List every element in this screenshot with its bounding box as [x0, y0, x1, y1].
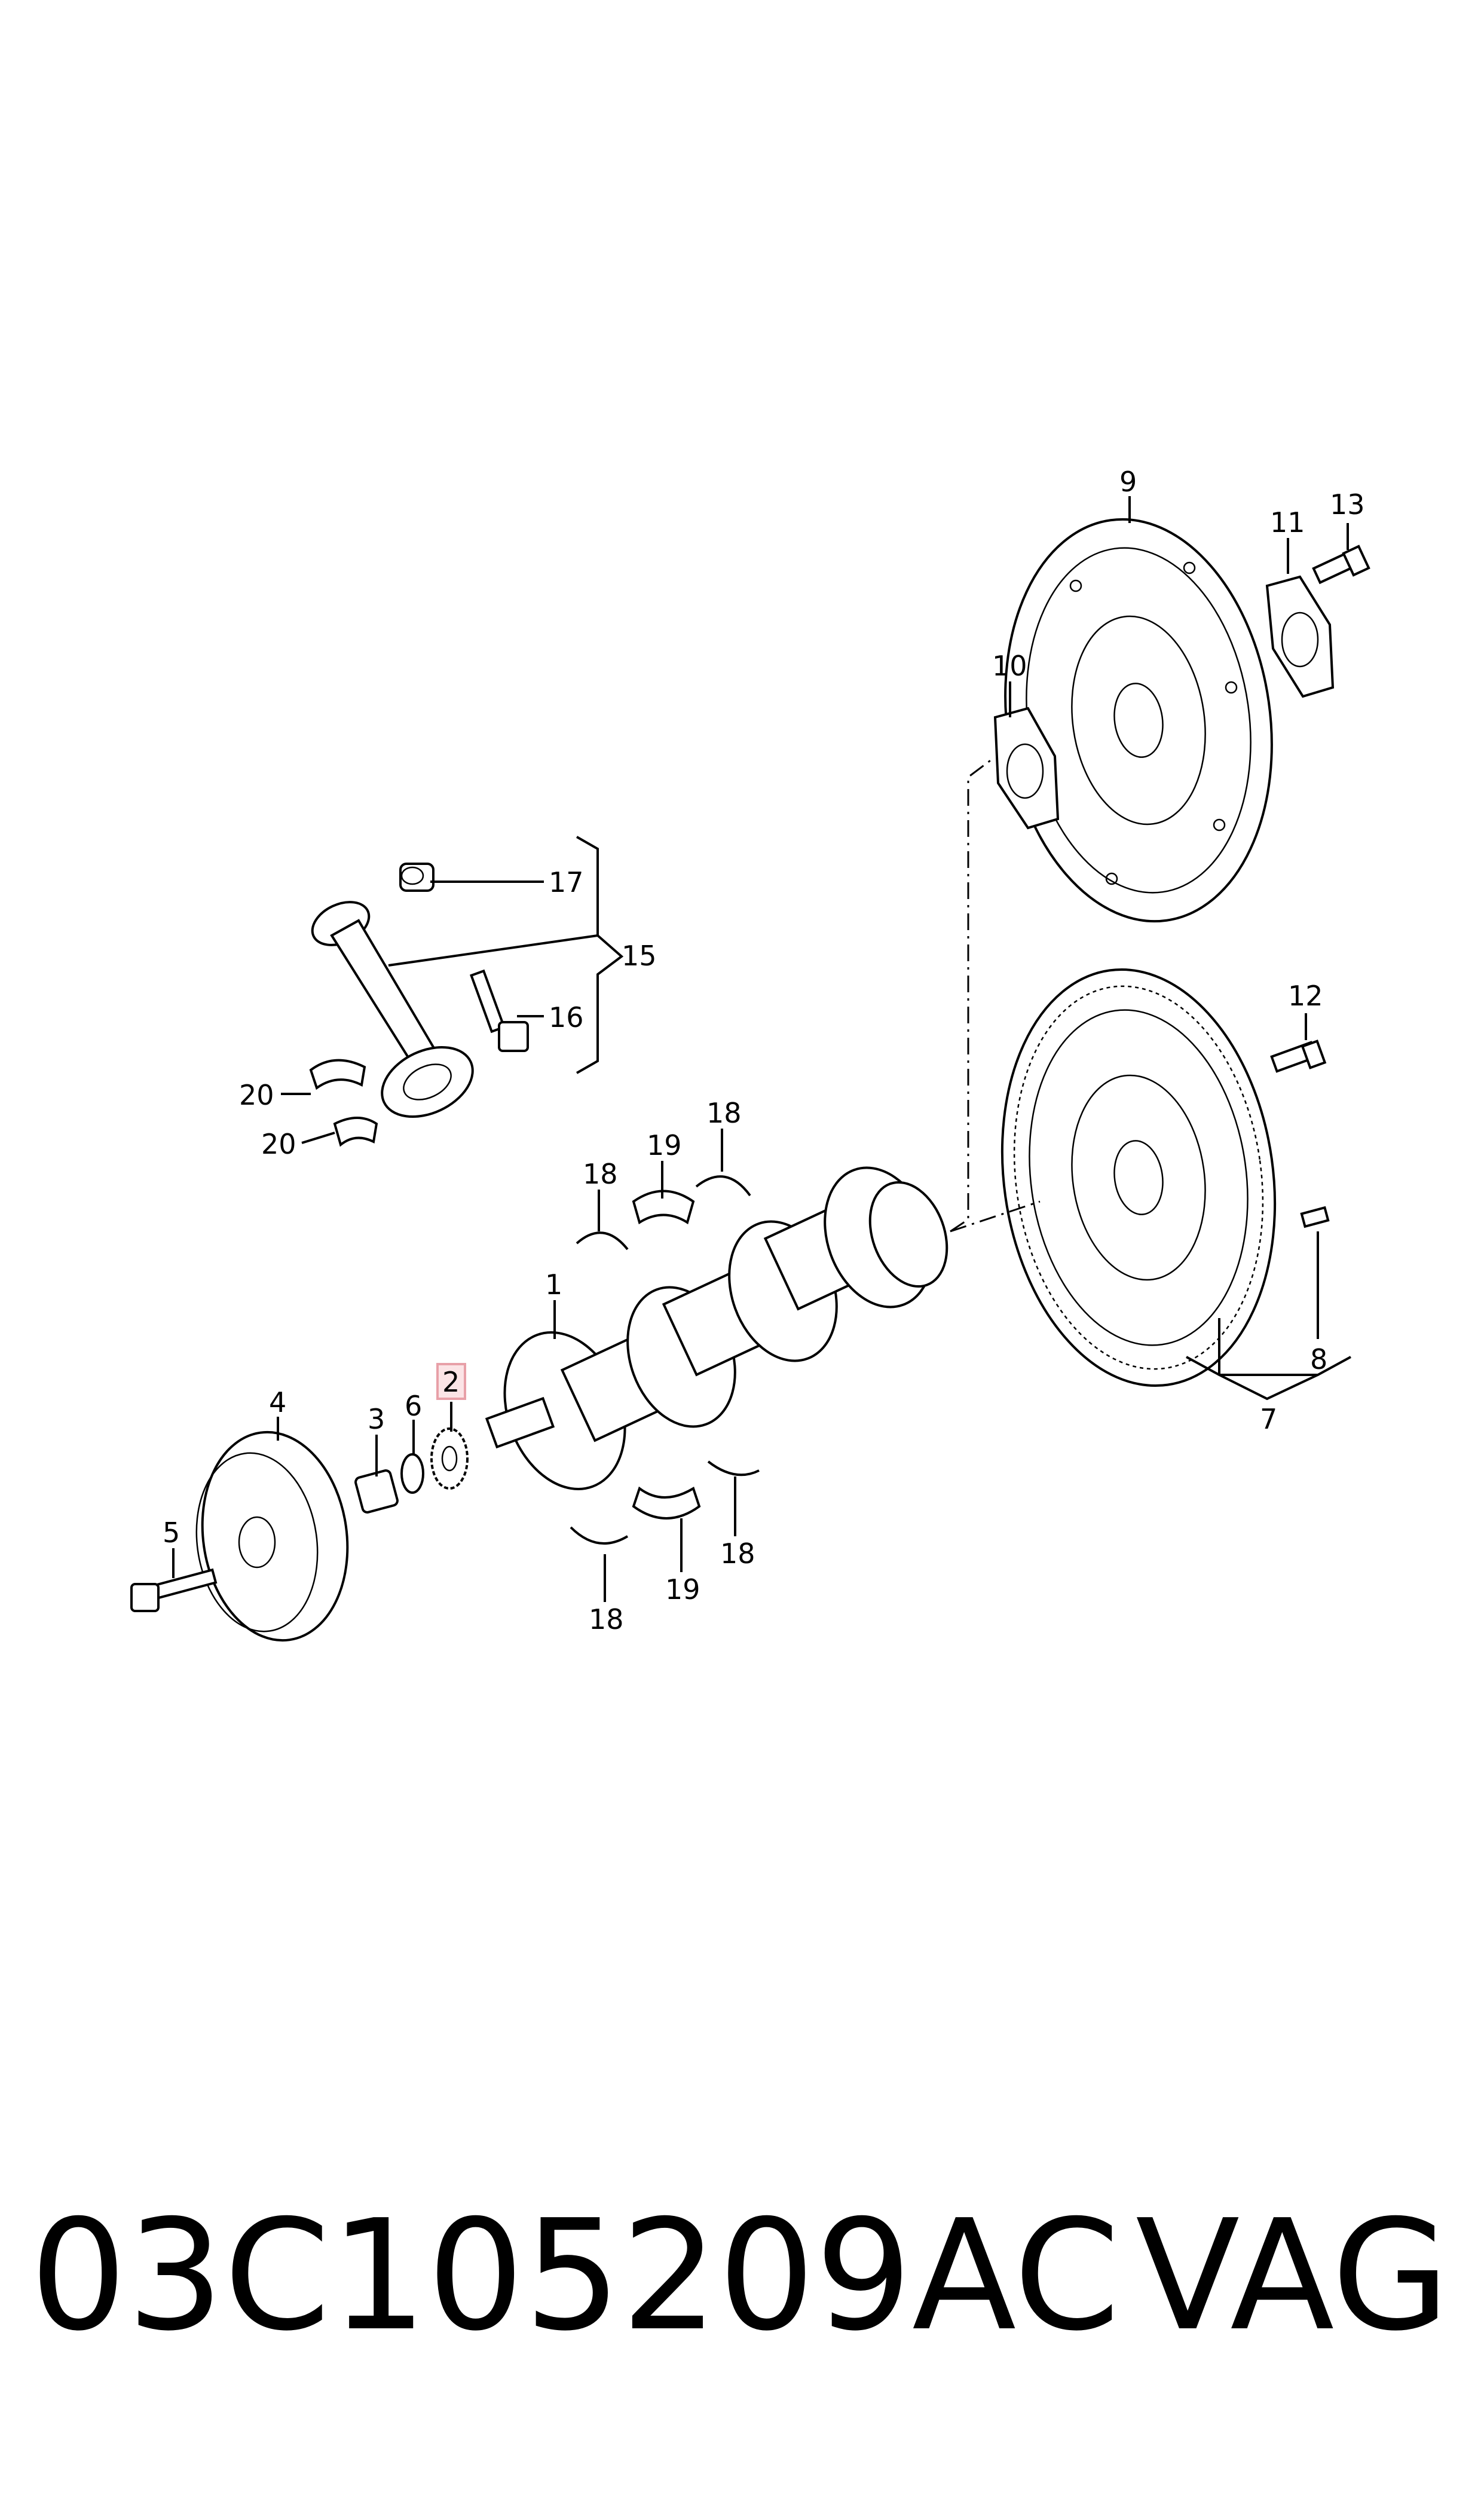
leader-lines [172, 496, 1351, 1602]
callout-18-d[interactable]: 18 [720, 1537, 755, 1570]
callout-9[interactable]: 9 [1119, 466, 1137, 498]
callout-1[interactable]: 1 [545, 1268, 562, 1301]
thrust-washer-18-d [707, 1460, 760, 1476]
bearing-shell-20-upper [309, 1059, 366, 1090]
callout-12[interactable]: 12 [1288, 980, 1323, 1012]
callout-10[interactable]: 10 [992, 650, 1027, 682]
main-bearing-shell-19-upper [632, 1190, 695, 1225]
main-bearing-shell-19-lower [632, 1486, 701, 1520]
callout-15[interactable]: 15 [622, 940, 657, 972]
flywheel-assembly-7 [1000, 968, 1277, 1387]
callout-19-a[interactable]: 19 [647, 1129, 682, 1161]
bushing-3 [354, 1469, 399, 1514]
callout-7[interactable]: 7 [1260, 1403, 1277, 1435]
callout-5[interactable]: 5 [163, 1517, 180, 1549]
callout-17[interactable]: 17 [549, 866, 584, 898]
bearing-shell-20-lower [333, 1117, 378, 1147]
thrust-washer-18-a [576, 1231, 629, 1251]
callout-11[interactable]: 11 [1270, 506, 1305, 539]
callout-20-a[interactable]: 20 [239, 1079, 274, 1111]
thrust-washer-18-b [695, 1175, 751, 1197]
callout-18-b[interactable]: 18 [706, 1097, 742, 1129]
thrust-washer-18-c [570, 1526, 629, 1545]
callout-18-c[interactable]: 18 [589, 1603, 624, 1635]
callout-3[interactable]: 3 [368, 1403, 385, 1435]
callout-13[interactable]: 13 [1330, 488, 1365, 521]
bushing-17 [399, 863, 435, 892]
dowel-pin-8 [1300, 1206, 1330, 1228]
callout-20-b[interactable]: 20 [261, 1128, 296, 1160]
highlight-box-part-2 [436, 1363, 466, 1400]
bolt-12 [1270, 1040, 1327, 1073]
flywheel-9 [1004, 518, 1273, 923]
rod-bolt-16 [469, 969, 529, 1052]
gasket-11 [1265, 575, 1335, 698]
pulley-4 [195, 1430, 349, 1642]
callout-18-a[interactable]: 18 [583, 1158, 618, 1190]
part-number: 03C105209AC [30, 2187, 1120, 2365]
crankshaft-1 [485, 1166, 948, 1490]
seal-6 [400, 1453, 424, 1494]
bolt-13 [1312, 545, 1370, 585]
pulley-bolt-5 [130, 1568, 218, 1612]
callout-2[interactable]: 2 [442, 1366, 460, 1398]
gasket-10 [993, 707, 1060, 830]
callout-6[interactable]: 6 [405, 1390, 422, 1422]
brand-label: VAG [1136, 2187, 1450, 2365]
alignment-line [950, 758, 993, 1233]
sprocket-2 [430, 1427, 469, 1490]
connecting-rod-15 [311, 901, 474, 1118]
callout-4[interactable]: 4 [269, 1386, 286, 1419]
callout-8[interactable]: 8 [1310, 1343, 1327, 1375]
callout-16[interactable]: 16 [549, 1001, 584, 1034]
callout-19-b[interactable]: 19 [665, 1573, 700, 1606]
